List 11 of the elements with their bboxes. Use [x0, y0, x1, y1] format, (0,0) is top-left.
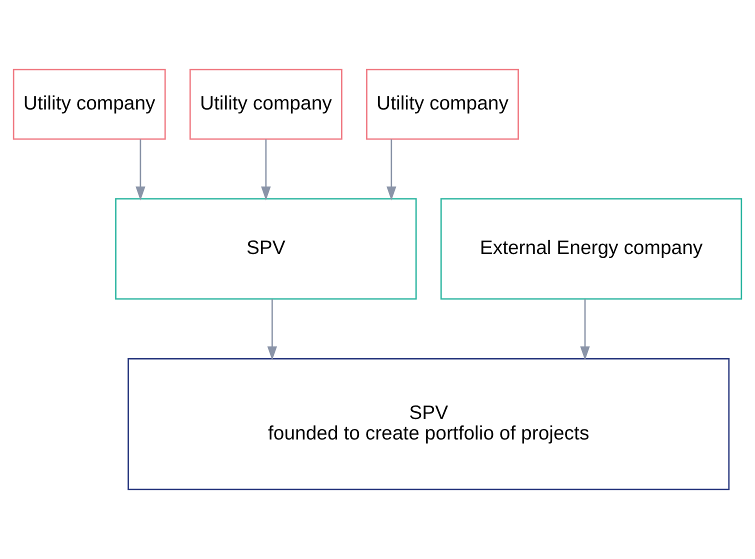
node-box: Utility company	[366, 68, 519, 140]
node-box: Utility company	[189, 68, 342, 140]
arrow	[580, 299, 590, 360]
arrow	[267, 299, 278, 360]
arrow	[136, 139, 146, 200]
node-box: Utility company	[12, 68, 166, 140]
arrow	[261, 139, 271, 200]
node-box: SPV	[115, 198, 417, 300]
arrow	[386, 139, 396, 200]
node-box: External Energy company	[440, 198, 742, 300]
node-box: SPV founded to create portfolio of projects	[128, 358, 730, 490]
